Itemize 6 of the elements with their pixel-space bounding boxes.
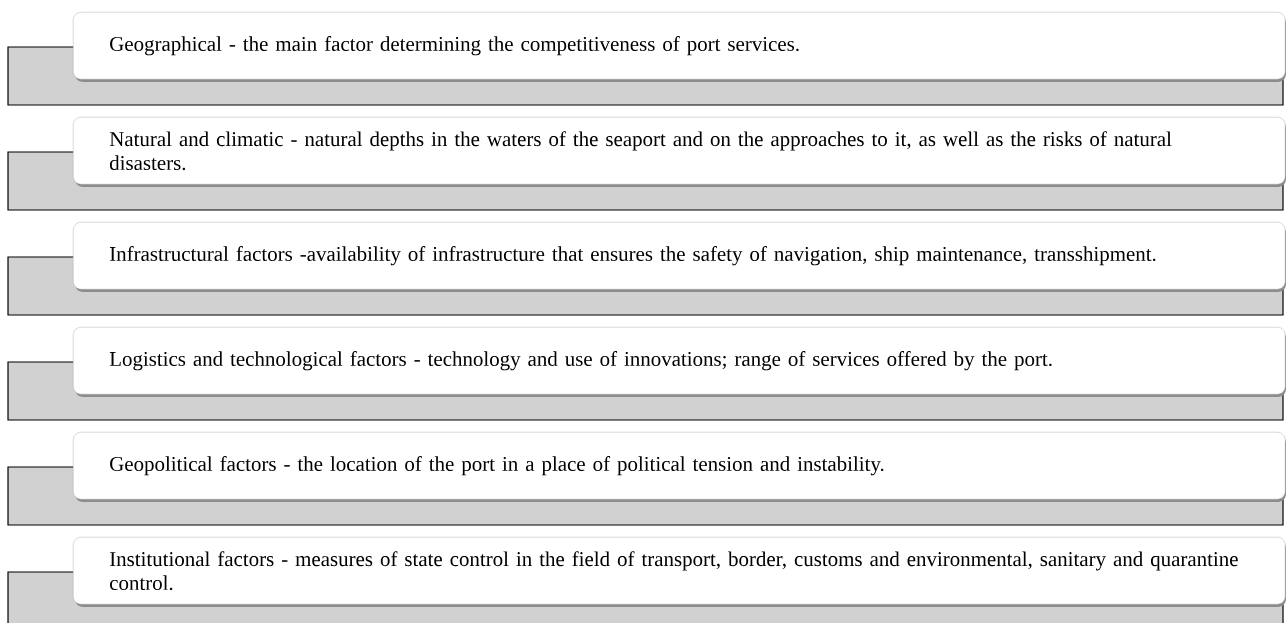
text-box: Logistics and technological factors - technology and use of innovations; range of services offered by the port. <box>73 327 1286 397</box>
text-box: Geographical - the main factor determining the competitiveness of port services. <box>73 12 1286 82</box>
text-box: Infrastructural factors -availability of infrastructure that ensures the safety of navigation, ship maintenance, transshipment. <box>73 222 1286 292</box>
text-box: Institutional factors - measures of state control in the field of transport, border, customs and environmental, sanitary and quarantine control. <box>73 537 1286 607</box>
text-box: Natural and climatic - natural depths in the waters of the seaport and on the approaches to it, as well as the risks of natural disasters. <box>73 117 1286 187</box>
text-box: Geopolitical factors - the location of the port in a place of political tension and instability. <box>73 432 1286 502</box>
